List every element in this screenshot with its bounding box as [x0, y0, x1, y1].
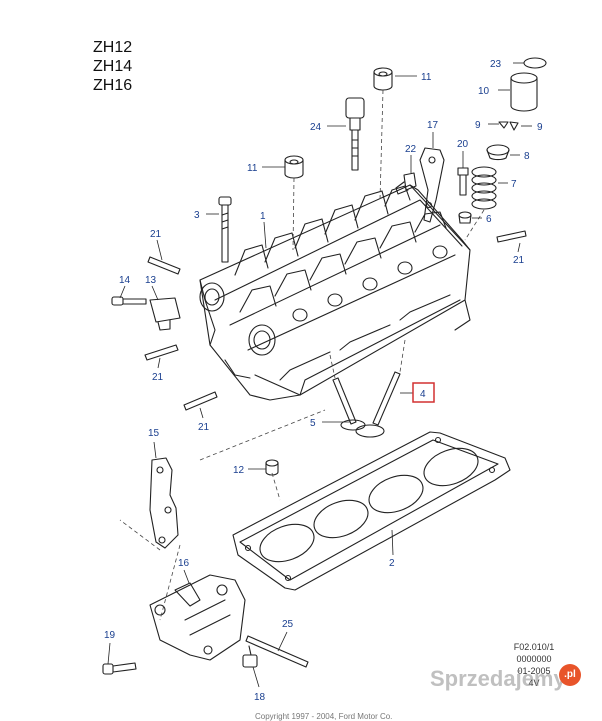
doc-ref-line: 0000000 — [516, 654, 552, 664]
head-bolt-3 — [218, 196, 232, 263]
callout-13: 13 — [145, 275, 157, 286]
engine-model-list: ZH12 ZH14 ZH16 — [93, 38, 132, 95]
document-reference: F02.010/1 0000000 01-2005 4V — [499, 641, 569, 689]
lifting-eye-15 — [149, 457, 179, 549]
callout-25: 25 — [282, 619, 294, 630]
shim-23 — [523, 57, 547, 69]
callout-10: 10 — [478, 86, 490, 97]
callout-4: 4 — [420, 389, 426, 400]
callout-21-right: 21 — [513, 255, 525, 266]
callout-1: 1 — [260, 211, 266, 222]
doc-ref-line: 4V — [528, 678, 540, 688]
copyright-notice: Copyright 1997 - 2004, Ford Motor Co. — [255, 712, 393, 721]
callout-labels: 23 11 10 24 17 9 9 22 20 8 11 7 3 1 6 21… — [104, 59, 543, 703]
model-code: ZH12 — [93, 39, 133, 56]
model-code: ZH16 — [93, 77, 133, 94]
bracket-17 — [419, 147, 445, 223]
mount-bracket-16 — [149, 574, 246, 661]
callout-8: 8 — [524, 151, 530, 162]
callout-5: 5 — [310, 418, 316, 429]
callout-9-left: 9 — [475, 120, 481, 131]
long-bolt-25 — [245, 635, 309, 668]
sensor-24 — [345, 97, 365, 171]
callout-6: 6 — [486, 214, 492, 225]
stud-21-lower — [183, 391, 218, 411]
watermark-text: Sprzedajemy — [430, 666, 566, 691]
callout-11-upper: 11 — [421, 72, 432, 83]
model-code: ZH14 — [93, 58, 133, 75]
valve-spring-7 — [471, 166, 497, 210]
bolt-19 — [102, 662, 137, 675]
doc-ref-line: F02.010/1 — [513, 642, 555, 652]
oil-seal-11-lower — [284, 155, 304, 179]
callout-7: 7 — [511, 179, 517, 190]
callout-22: 22 — [405, 144, 417, 155]
callout-11-lower: 11 — [247, 163, 258, 174]
callout-12: 12 — [233, 465, 245, 476]
callout-24: 24 — [310, 122, 322, 133]
callout-15: 15 — [148, 428, 160, 439]
sensor-13 — [149, 297, 181, 331]
tappet-10 — [510, 72, 538, 112]
watermark-badge: .pl — [559, 664, 581, 686]
plug-12 — [265, 459, 279, 476]
callout-19: 19 — [104, 630, 116, 641]
bolt-20 — [457, 167, 469, 196]
stud-21-right — [496, 230, 527, 243]
valve-collets-9 — [498, 121, 519, 131]
callout-21-upper-left: 21 — [150, 229, 162, 240]
callout-17: 17 — [427, 120, 439, 131]
stud-21-upper-left — [147, 256, 181, 275]
callout-23: 23 — [490, 59, 502, 70]
callout-2: 2 — [389, 558, 395, 569]
oil-seal-11-upper — [373, 67, 393, 91]
spring-retainer-8 — [486, 144, 510, 161]
callout-18: 18 — [254, 692, 266, 703]
doc-ref-line: 01-2005 — [517, 666, 551, 676]
highlight-box-4 — [412, 382, 435, 403]
callout-21-mid-left: 21 — [152, 372, 164, 383]
callout-3: 3 — [194, 210, 200, 221]
callout-9-right: 9 — [537, 122, 543, 133]
valve-stem-seal-6 — [458, 211, 472, 224]
bolt-14 — [111, 296, 147, 306]
callout-21-lower: 21 — [198, 422, 210, 433]
callout-16: 16 — [178, 558, 190, 569]
stud-21-mid-left — [144, 344, 179, 361]
callout-14: 14 — [119, 275, 131, 286]
bolt-18 — [242, 645, 258, 668]
callout-20: 20 — [457, 139, 469, 150]
cylinder-head — [199, 184, 471, 401]
valve-5 — [332, 377, 366, 431]
valve-4 — [355, 371, 401, 438]
head-gasket-2 — [232, 431, 511, 591]
sensor-22 — [395, 172, 417, 195]
